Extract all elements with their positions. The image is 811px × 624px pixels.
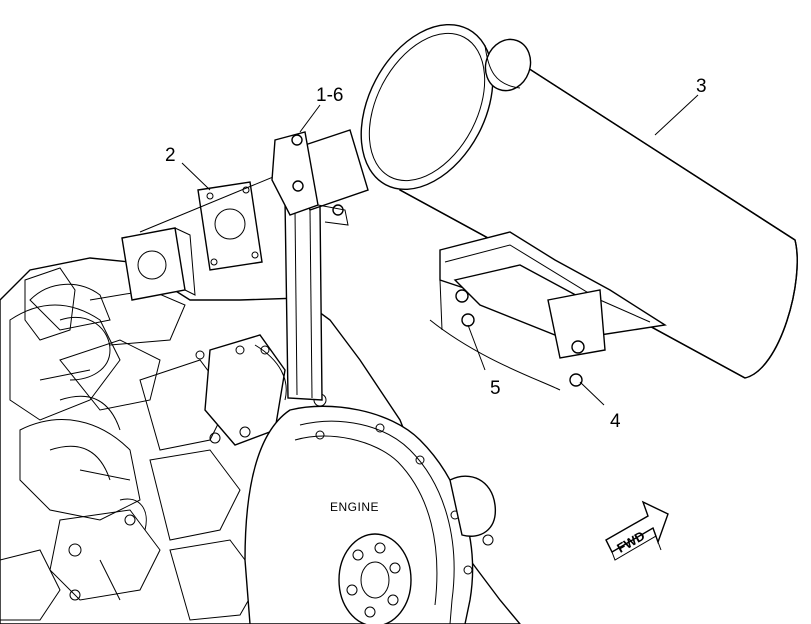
bolt-icon	[291, 134, 303, 146]
callout-2: 2	[165, 145, 176, 166]
callout-1-6: 1-6	[316, 85, 343, 106]
bolt-icon	[455, 289, 469, 303]
alignment-line	[139, 169, 291, 233]
bolt-icon	[461, 313, 475, 327]
bolt-icon	[332, 204, 344, 216]
muffler-mount-bracket	[429, 231, 667, 391]
callout-4: 4	[610, 411, 621, 432]
forward-arrow-icon: FWD	[605, 500, 669, 561]
engine-label: ENGINE	[330, 500, 379, 514]
callout-3: 3	[696, 76, 707, 97]
exhaust-elbow-flange	[121, 227, 196, 301]
leader-lines	[181, 94, 699, 406]
bolt-icon	[292, 180, 304, 192]
flywheel-housing: ENGINE	[244, 405, 496, 624]
inlet-pipe-bracket	[271, 129, 369, 226]
callout-5: 5	[490, 378, 501, 399]
bolt-icon	[569, 373, 583, 387]
gasket-part-2	[197, 181, 263, 271]
support-post	[284, 199, 323, 401]
muffler-part-3	[360, 23, 798, 379]
bolt-icon	[571, 340, 585, 354]
